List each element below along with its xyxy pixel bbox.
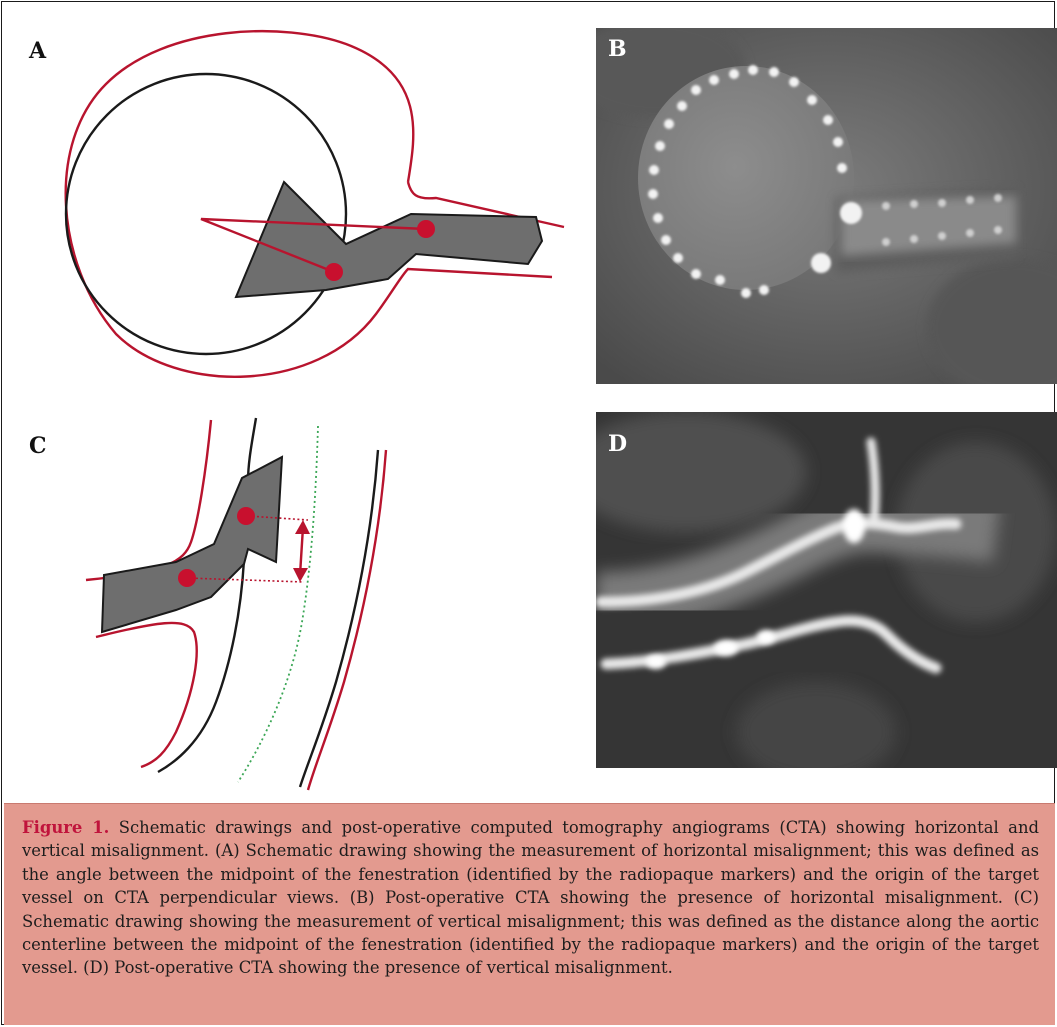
panel-a-label: A: [29, 40, 46, 62]
left-aortic-wall-lower: [96, 623, 197, 767]
aortic-wall-outline: [66, 31, 552, 377]
panel-a-schematic: [16, 14, 576, 394]
figure-label: Figure 1.: [22, 818, 109, 837]
panel-c-label: C: [29, 435, 47, 457]
coronal-cta-render: [596, 412, 1057, 768]
panel-b-label: B: [608, 38, 627, 60]
fenestration-midpoint-marker: [237, 507, 255, 525]
arrow-head-bottom: [293, 568, 308, 582]
axial-cta-render: [596, 28, 1057, 384]
panel-b-cta-image: [596, 28, 1057, 384]
right-graft-wall: [300, 450, 378, 787]
panel-c-schematic: [16, 412, 576, 792]
vessel-origin-marker: [178, 569, 196, 587]
vertical-misalignment-arrow: [300, 527, 303, 575]
right-aortic-wall: [308, 450, 386, 790]
panel-d-cta-image: [596, 412, 1057, 768]
caption-text: Schematic drawings and post-operative co…: [22, 818, 1039, 977]
bridging-stent-shape: [236, 182, 542, 297]
figure-caption: Figure 1. Schematic drawings and post-op…: [4, 803, 1055, 1025]
vessel-origin-marker: [417, 220, 435, 238]
bridging-stent-shape: [102, 457, 282, 632]
panel-d-label: D: [608, 433, 627, 455]
arrow-head-top: [295, 520, 310, 534]
fenestration-midpoint-marker: [325, 263, 343, 281]
